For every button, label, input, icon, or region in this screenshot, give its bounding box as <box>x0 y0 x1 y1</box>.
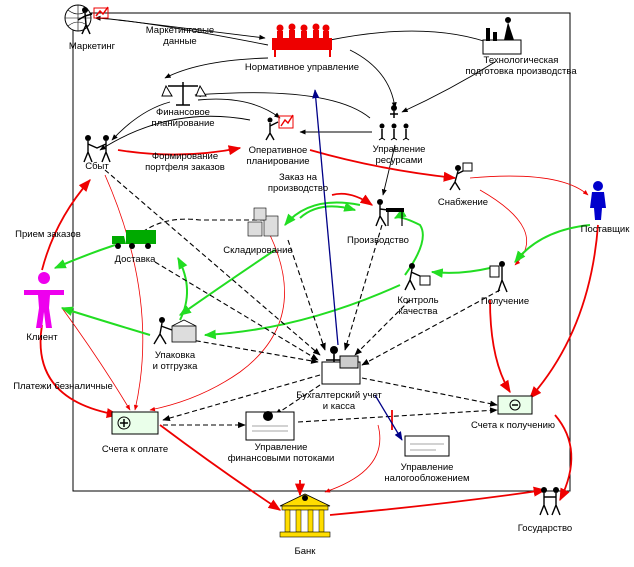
meeting-group-icon <box>272 23 332 57</box>
label-supply: Снабжение <box>438 197 488 208</box>
label-payments: Платежи безналичные <box>13 381 113 392</box>
truck-icon <box>112 230 156 249</box>
label-warehouse: Складирование <box>223 245 292 256</box>
handshake-icon <box>83 135 111 163</box>
inspector-icon <box>404 263 431 291</box>
label-normative: Нормативное управление <box>245 62 359 73</box>
enterprise-boundary <box>72 12 571 492</box>
scales-icon <box>161 82 207 106</box>
label-state: Государство <box>518 523 572 534</box>
label-client: Клиент <box>26 332 58 343</box>
cheque-icon <box>404 435 450 457</box>
lab-equipment-icon <box>482 17 522 55</box>
people-group-icon <box>378 105 410 141</box>
label-receiving: Получение <box>481 296 529 307</box>
label-sales: Сбыт <box>85 161 109 172</box>
accountant-icon <box>321 346 361 385</box>
worker-desk-icon <box>375 199 404 227</box>
packing-icon <box>153 317 197 345</box>
red-flow-arrows <box>39 145 599 516</box>
red-thin-arrows <box>61 174 589 493</box>
money-bill-icon <box>111 411 159 435</box>
bank-building-icon <box>279 493 331 538</box>
label-production: Производство <box>347 235 409 246</box>
money-bill-icon <box>497 395 533 415</box>
blue-person-icon <box>590 181 606 220</box>
chart-presenter-icon <box>265 114 294 141</box>
label-delivery: Доставка <box>115 254 157 265</box>
magenta-person-icon <box>24 272 64 328</box>
blue-arrows <box>312 89 403 441</box>
label-receivable: Счета к получению <box>471 420 555 431</box>
label-supplier: Поставщик <box>581 224 631 235</box>
boxes-icon <box>247 207 279 237</box>
label-bank: Банк <box>295 546 317 557</box>
worker-carry-icon <box>449 162 473 191</box>
dashed-accounting-arrows <box>104 169 501 429</box>
label-order-intake: Прием заказов <box>15 229 81 240</box>
label-pay-acc: Счета к оплате <box>102 444 168 455</box>
black-info-arrows <box>94 15 496 196</box>
state-people-icon <box>539 487 561 516</box>
clipboard-person-icon <box>489 261 508 293</box>
green-material-arrows <box>53 201 591 340</box>
label-marketing: Маркетинг <box>69 41 116 52</box>
certificate-icon <box>245 411 295 441</box>
globe-person-icon <box>64 4 109 35</box>
